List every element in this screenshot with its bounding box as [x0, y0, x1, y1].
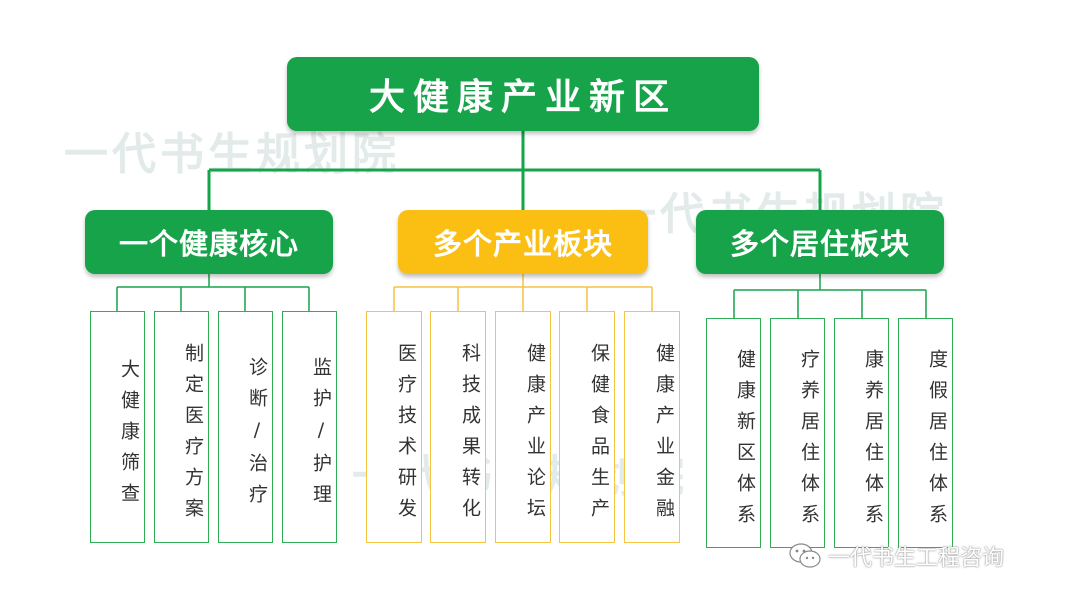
category-industry-sectors: 多个产业板块: [398, 210, 648, 274]
leaf-node: 诊断/治疗: [218, 311, 273, 543]
category-label: 多个产业板块: [432, 227, 613, 261]
leaf-node: 康养居住体系: [834, 318, 889, 548]
category-health-core: 一个健康核心: [85, 210, 333, 274]
leaf-node: 健康新区体系: [706, 318, 761, 548]
root-node: 大健康产业新区: [287, 57, 759, 131]
category-residential-sectors: 多个居住板块: [696, 210, 944, 274]
leaf-node: 度假居住体系: [898, 318, 953, 548]
wechat-icon: [789, 543, 821, 568]
leaf-node: 健康产业论坛: [495, 311, 551, 543]
category-label: 多个居住板块: [729, 227, 910, 261]
leaf-node: 疗养居住体系: [770, 318, 825, 548]
leaf-node: 制定医疗方案: [154, 311, 209, 543]
footer-brand: 一代书生工程咨询: [788, 540, 1004, 572]
leaf-node: 医疗技术研发: [366, 311, 422, 543]
leaf-node: 大健康筛查: [90, 311, 145, 543]
leaf-node: 科技成果转化: [430, 311, 486, 543]
leaf-node: 保健食品生产: [559, 311, 615, 543]
leaf-node: 健康产业金融: [624, 311, 680, 543]
leaf-node: 监护/护理: [282, 311, 337, 543]
category-label: 一个健康核心: [118, 227, 299, 261]
footer-text: 一代书生工程咨询: [828, 546, 1005, 571]
root-label: 大健康产业新区: [368, 77, 677, 118]
